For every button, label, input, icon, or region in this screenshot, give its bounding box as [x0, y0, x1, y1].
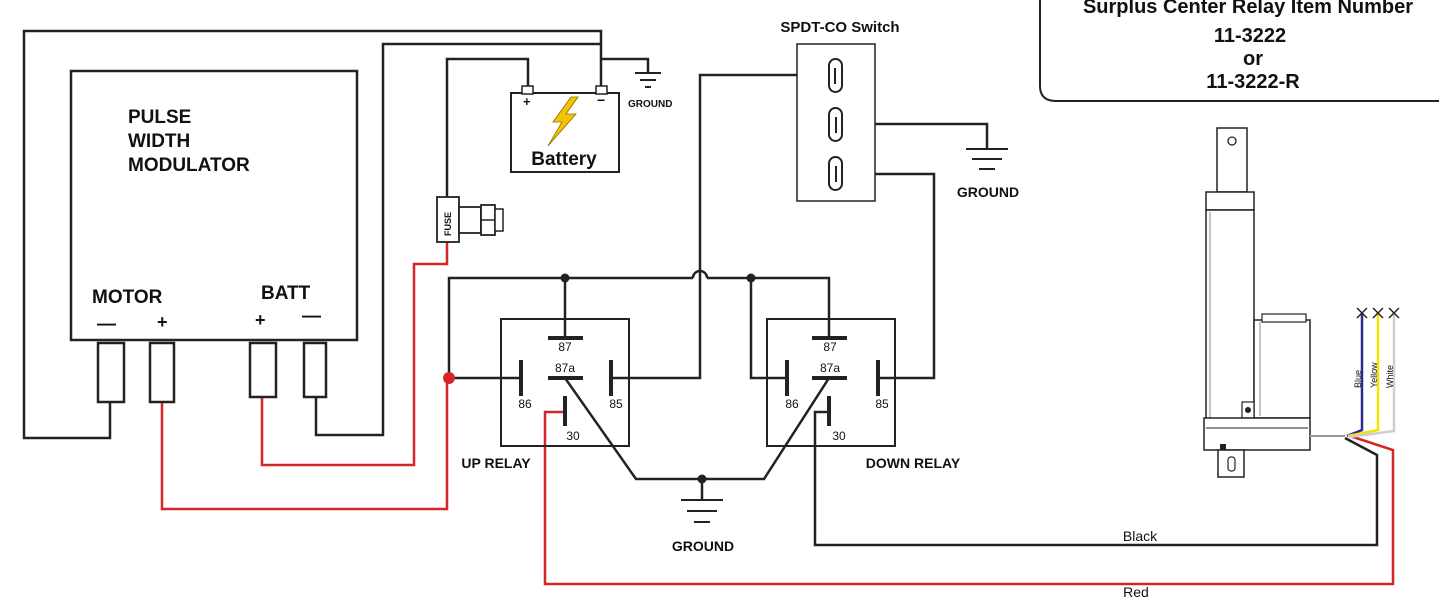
battery-label: Battery — [531, 149, 597, 170]
wire-up87a-ground — [563, 377, 702, 481]
up-relay-30-label: 30 — [566, 429, 580, 443]
battery-plus: + — [523, 94, 531, 109]
pwm-terminal-motor-minus — [96, 341, 126, 404]
up-relay-name: UP RELAY — [461, 455, 531, 471]
wire-end-cross-marks — [1356, 307, 1400, 319]
wire-batt-plus-fuse — [260, 240, 449, 467]
down-relay-name: DOWN RELAY — [866, 455, 961, 471]
relay-ground-symbol — [681, 499, 723, 523]
red-junction-dot — [443, 372, 455, 384]
switch-title: SPDT-CO Switch — [780, 19, 899, 36]
down-relay: 87 87a 86 85 30 — [766, 318, 896, 447]
down-relay-86-label: 86 — [785, 397, 799, 411]
down-relay-30-label: 30 — [832, 429, 846, 443]
info-line-1: Surplus Center Relay Item Number — [1083, 0, 1413, 18]
battery-ground-symbol — [635, 72, 661, 88]
wire-switch-to-down85 — [836, 172, 936, 380]
pwm-terminal-motor-plus — [148, 341, 176, 404]
junction-dot-up — [560, 273, 570, 283]
pwm-batt-plus: + — [255, 310, 266, 330]
fuse: FUSE — [436, 196, 504, 243]
relay-info-box: Surplus Center Relay Item Number 11-3222… — [1039, 0, 1439, 102]
up-relay: 87 87a 86 85 30 — [500, 318, 630, 447]
wire-motor-plus-node — [160, 378, 449, 511]
up-relay-86-label: 86 — [518, 397, 532, 411]
spdt-switch — [796, 43, 876, 202]
red-wires — [160, 240, 1395, 586]
switch-ground-label: GROUND — [957, 184, 1019, 200]
white-wire-label: White — [1385, 365, 1395, 388]
wire-black-to-actuator — [813, 410, 1379, 547]
pwm-motor-minus: — — [97, 314, 116, 335]
wire-node-up — [447, 276, 693, 378]
pwm-motor-label: MOTOR — [92, 287, 163, 308]
black-wires — [22, 29, 1379, 547]
wire-batt-minus — [314, 42, 601, 437]
pwm-title-3: MODULATOR — [128, 155, 250, 176]
blue-wire-label: Blue — [1353, 370, 1363, 388]
pwm-title-2: WIDTH — [128, 131, 190, 152]
battery-ground-label: GROUND — [628, 99, 672, 110]
down-relay-87-label: 87 — [823, 340, 837, 354]
info-line-3: or — [1243, 48, 1263, 70]
down-relay-87a-label: 87a — [820, 361, 840, 375]
red-wire-label: Red — [1123, 584, 1149, 600]
white-wire — [1348, 313, 1396, 439]
pwm-module: PULSE WIDTH MODULATOR MOTOR BATT — + + — — [69, 69, 359, 404]
battery-minus: − — [597, 92, 605, 108]
pwm-batt-label: BATT — [261, 283, 311, 304]
battery: + − Battery — [510, 85, 620, 173]
up-relay-85-label: 85 — [609, 397, 623, 411]
pwm-title-1: PULSE — [128, 107, 191, 128]
info-line-2: 11-3222 — [1214, 25, 1286, 47]
up-relay-87a-label: 87a — [555, 361, 575, 375]
wire-switch-ground — [836, 122, 989, 148]
actuator-wires — [1346, 313, 1396, 439]
pwm-motor-plus: + — [157, 312, 168, 332]
junction-dot-ground — [697, 474, 707, 484]
pwm-terminal-batt-minus — [302, 341, 328, 399]
linear-actuator — [1203, 127, 1345, 478]
yellow-wire-label: Yellow — [1369, 362, 1379, 388]
yellow-wire — [1347, 313, 1380, 438]
wire-fuse-battery — [445, 57, 530, 197]
pwm-batt-minus: — — [302, 306, 321, 327]
up-relay-87-label: 87 — [558, 340, 572, 354]
wire-down87a-ground — [702, 377, 831, 481]
lightning-bolt-icon — [547, 96, 579, 147]
pwm-terminal-batt-plus — [248, 341, 278, 399]
wire-motor-minus-loop — [22, 29, 603, 440]
switch-ground-symbol — [966, 148, 1008, 170]
info-line-4: 11-3222-R — [1206, 71, 1300, 93]
wire-switch-to-up85 — [613, 73, 835, 380]
wire-red-to-actuator — [543, 410, 1395, 586]
relay-ground-label: GROUND — [672, 538, 734, 554]
wire-down86 — [749, 278, 787, 380]
junction-dot-down — [746, 273, 756, 283]
fuse-label: FUSE — [443, 212, 453, 236]
wire-battery-ground — [601, 57, 650, 72]
black-wire-label: Black — [1123, 528, 1158, 544]
down-relay-85-label: 85 — [875, 397, 889, 411]
